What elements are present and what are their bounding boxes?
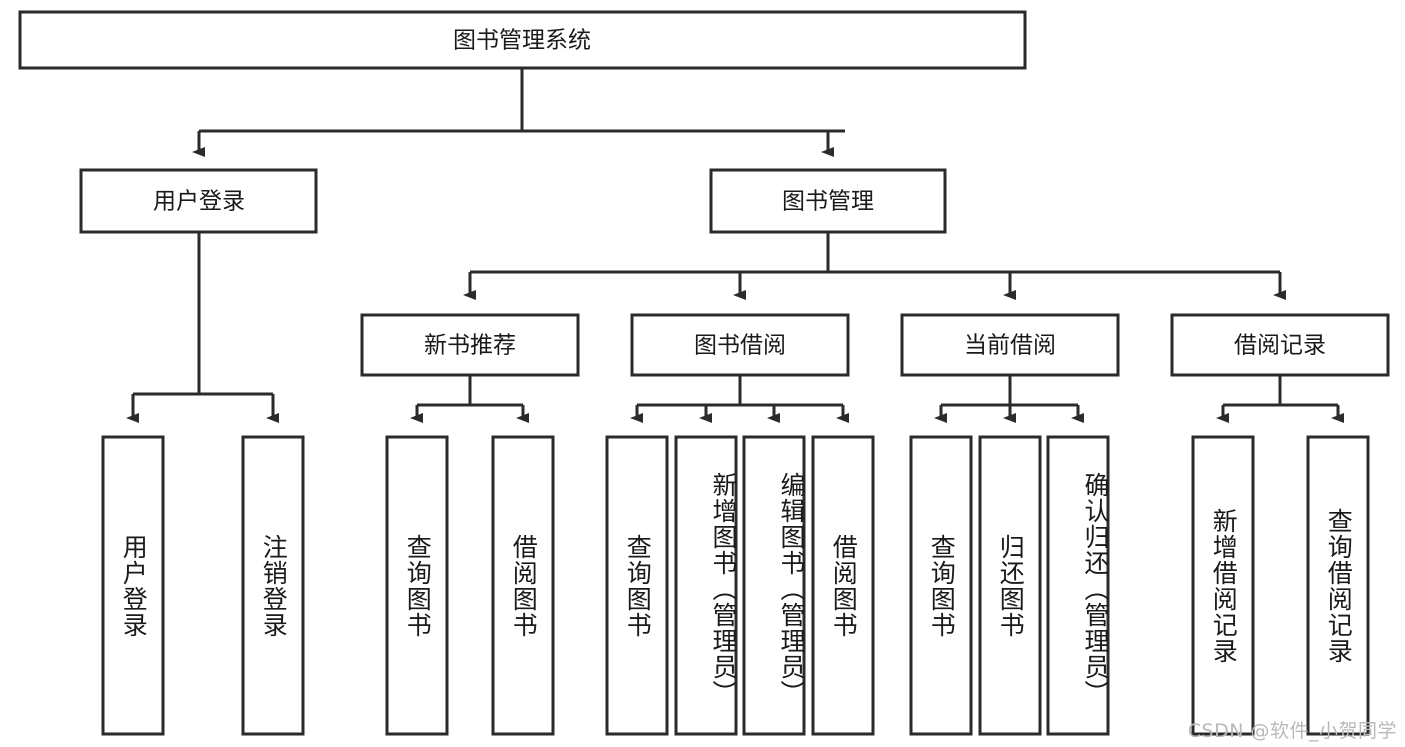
node-leaf-borrow-book-1-label: 借阅图书 — [509, 533, 539, 638]
node-leaf-query-record[interactable] — [1306, 435, 1370, 736]
node-new-book-recommend[interactable] — [360, 313, 580, 377]
node-borrow-record[interactable] — [1170, 313, 1390, 377]
node-user-login[interactable] — [79, 168, 318, 234]
node-leaf-borrow-book-2[interactable] — [811, 435, 875, 736]
node-leaf-query-book-2-label: 查询图书 — [623, 533, 653, 638]
node-book-borrow-label: 图书借阅 — [694, 333, 786, 359]
node-leaf-add-book-label: 新增图书（管理员） — [709, 471, 738, 706]
connector-borrow-to-leaves — [630, 375, 849, 423]
node-leaf-borrow-book-1[interactable] — [491, 435, 555, 736]
node-book-borrow[interactable] — [630, 313, 850, 377]
node-leaf-add-record-label: 新增借阅记录 — [1209, 507, 1239, 664]
node-leaf-borrow-book-2-label: 借阅图书 — [829, 533, 859, 638]
connector-bookmgmt-to-level3 — [463, 232, 1286, 300]
node-leaf-confirm-return[interactable] — [1046, 435, 1110, 736]
node-leaf-logout[interactable] — [241, 435, 305, 736]
node-leaf-edit-book-label: 编辑图书（管理员） — [777, 471, 806, 706]
node-new-book-recommend-label: 新书推荐 — [424, 333, 516, 359]
node-leaf-user-login-label: 用户登录 — [119, 533, 149, 638]
node-current-borrow[interactable] — [900, 313, 1120, 377]
node-book-management-label: 图书管理 — [782, 189, 874, 215]
connector-current-to-leaves — [934, 375, 1084, 423]
connector-recommend-to-leaves — [410, 375, 529, 423]
connector-userlogin-to-leaves — [126, 232, 279, 423]
node-leaf-confirm-return-label: 确认归还（管理员） — [1081, 471, 1110, 706]
node-leaf-query-book-2[interactable] — [605, 435, 669, 736]
node-borrow-record-label: 借阅记录 — [1234, 333, 1326, 359]
node-current-borrow-label: 当前借阅 — [964, 333, 1056, 359]
node-book-management[interactable] — [709, 168, 947, 234]
node-user-login-label: 用户登录 — [153, 189, 245, 215]
node-root-system[interactable] — [18, 10, 1027, 70]
node-leaf-query-book-1[interactable] — [385, 435, 449, 736]
node-leaf-add-book[interactable] — [674, 435, 738, 736]
node-leaf-query-book-3[interactable] — [909, 435, 973, 736]
connector-record-to-leaves — [1216, 375, 1344, 423]
node-leaf-edit-book[interactable] — [742, 435, 806, 736]
node-leaf-return-book[interactable] — [978, 435, 1042, 736]
node-leaf-query-record-label: 查询借阅记录 — [1324, 507, 1354, 664]
node-leaf-query-book-1-label: 查询图书 — [403, 533, 433, 638]
node-leaf-query-book-3-label: 查询图书 — [927, 533, 957, 638]
node-leaf-logout-label: 注销登录 — [259, 533, 289, 638]
node-leaf-add-record[interactable] — [1191, 435, 1255, 736]
node-leaf-user-login[interactable] — [101, 435, 165, 736]
node-root-system-label: 图书管理系统 — [453, 28, 591, 54]
connector-root-to-level2 — [192, 68, 845, 157]
node-leaf-return-book-label: 归还图书 — [996, 533, 1026, 638]
